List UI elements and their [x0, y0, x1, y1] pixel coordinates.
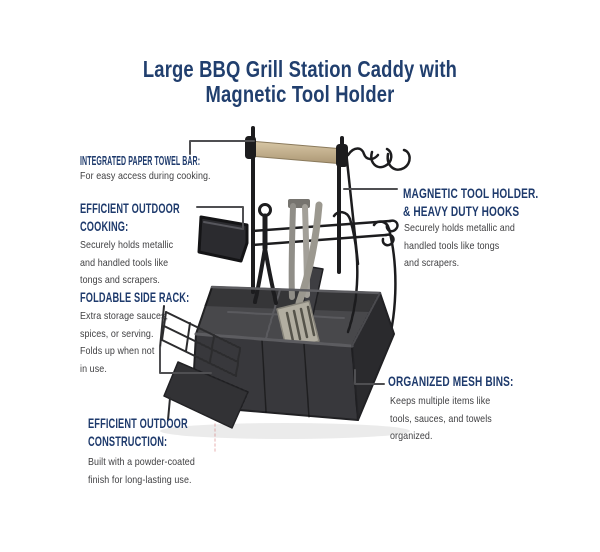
infographic-title: Large BBQ Grill Station Caddy with Magne…: [60, 57, 540, 107]
leader-organized-mesh-bins: [354, 369, 385, 385]
body-line: and handled tools like: [80, 256, 169, 269]
body-line: Folds up when not: [80, 345, 155, 357]
body-line: Securely holds metallic: [80, 239, 174, 251]
leader-foldable-side-rack: [159, 346, 212, 374]
body-line: For easy access during cooking.: [80, 170, 211, 182]
magnetic-bar: [197, 215, 249, 263]
heading-line: EFFICIENT OUTDOOR: [80, 200, 180, 216]
callout-outdoor-cooking-body: Securely holds metallic and handled tool…: [80, 237, 173, 290]
body-line: Built with a powder-coated: [88, 456, 195, 468]
callout-magnetic-tool-holder-body: Securely holds metallic and handled tool…: [404, 220, 515, 273]
foldable-side-rack: [159, 305, 249, 429]
callout-foldable-side-rack-body: Extra storage sauces, spices, or serving…: [80, 308, 168, 378]
heading-line: COOKING:: [80, 217, 129, 234]
body-line: handled tools like tongs: [404, 239, 500, 252]
title-line-1: Large BBQ Grill Station Caddy with: [142, 56, 458, 82]
body-line: finish for long-lasting use.: [88, 473, 192, 486]
callout-paper-towel-bar-heading: INTEGRATED PAPER TOWEL BAR:: [80, 153, 201, 168]
body-line: and scrapers.: [404, 257, 460, 269]
heading-line: EFFICIENT OUTDOOR: [88, 415, 188, 431]
callout-paper-towel-bar-body: For easy access during cooking.: [80, 168, 211, 186]
body-line: Securely holds metallic and: [404, 222, 515, 234]
callout-outdoor-cooking-heading: EFFICIENT OUTDOOR COOKING:: [80, 200, 180, 235]
product-shadow: [160, 423, 410, 439]
body-line: Keeps multiple items like: [390, 395, 491, 407]
body-line: Extra storage sauces,: [80, 310, 169, 322]
heading-line: MAGNETIC TOOL HOLDER.: [403, 185, 539, 201]
body-line: tools, sauces, and towels: [390, 412, 492, 425]
heavy-duty-hooks: [346, 147, 411, 171]
body-line: spices, or serving.: [80, 327, 154, 340]
body-line: tongs and scrapers.: [80, 274, 161, 286]
heading-line: CONSTRUCTION:: [88, 432, 168, 449]
callout-outdoor-construction-body: Built with a powder-coated finish for lo…: [88, 454, 195, 489]
callout-organized-mesh-bins-heading: ORGANIZED MESH BINS:: [388, 373, 514, 389]
heading-line: & HEAVY DUTY HOOKS: [403, 202, 520, 219]
callout-outdoor-construction-heading: EFFICIENT OUTDOOR CONSTRUCTION:: [88, 415, 188, 450]
spatula: [276, 201, 323, 352]
callout-organized-mesh-bins-body: Keeps multiple items like tools, sauces,…: [390, 393, 492, 446]
title-line-2: Magnetic Tool Holder: [205, 81, 395, 107]
callout-foldable-side-rack-heading: FOLDABLE SIDE RACK:: [80, 289, 190, 305]
leader-paper-towel-bar: [189, 140, 255, 155]
tongs: [253, 203, 278, 305]
body-line: in use.: [80, 362, 107, 375]
leader-outdoor-cooking: [196, 206, 244, 230]
callout-magnetic-tool-holder-heading: MAGNETIC TOOL HOLDER. & HEAVY DUTY HOOKS: [403, 185, 538, 220]
paper-towel-bar: [245, 136, 348, 167]
body-line: organized.: [390, 430, 433, 442]
